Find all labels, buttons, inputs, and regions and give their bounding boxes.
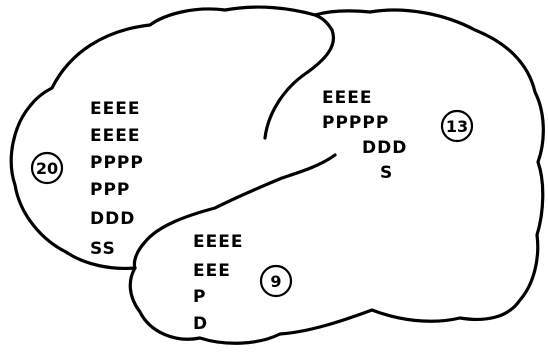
parietal-line-2: PPPPP [322, 113, 389, 133]
temporal-number: 9 [270, 272, 281, 291]
frontal-region: EEEE EEEE PPPP PPP DDD SS 20 [30, 99, 144, 259]
frontal-line-2: EEEE [90, 126, 140, 146]
frontal-line-3: PPPP [90, 153, 144, 173]
frontal-number-circle [30, 151, 64, 185]
temporal-line-3: P [193, 287, 206, 307]
frontal-line-4: PPP [90, 180, 130, 200]
frontal-line-1: EEEE [90, 99, 140, 119]
frontal-line-5: DDD [90, 209, 135, 229]
temporal-line-1: EEEE [193, 232, 243, 252]
parietal-line-4: S [380, 163, 393, 183]
temporal-line-2: EEE [193, 261, 231, 281]
parietal-line-3: DDD [362, 138, 407, 158]
parietal-number-circle [440, 109, 474, 143]
central-sulcus [263, 13, 335, 140]
temporal-number-circle [259, 264, 293, 298]
lateral-fissure [132, 153, 337, 270]
temporal-region: EEEE EEE P D 9 [193, 232, 293, 334]
frontal-number: 20 [36, 159, 58, 178]
temporal-line-4: D [193, 314, 208, 334]
parietal-number: 13 [446, 117, 468, 136]
parietal-line-1: EEEE [322, 88, 372, 108]
parietal-region: EEEE PPPPP DDD S 13 [322, 88, 474, 183]
frontal-line-6: SS [90, 239, 116, 259]
